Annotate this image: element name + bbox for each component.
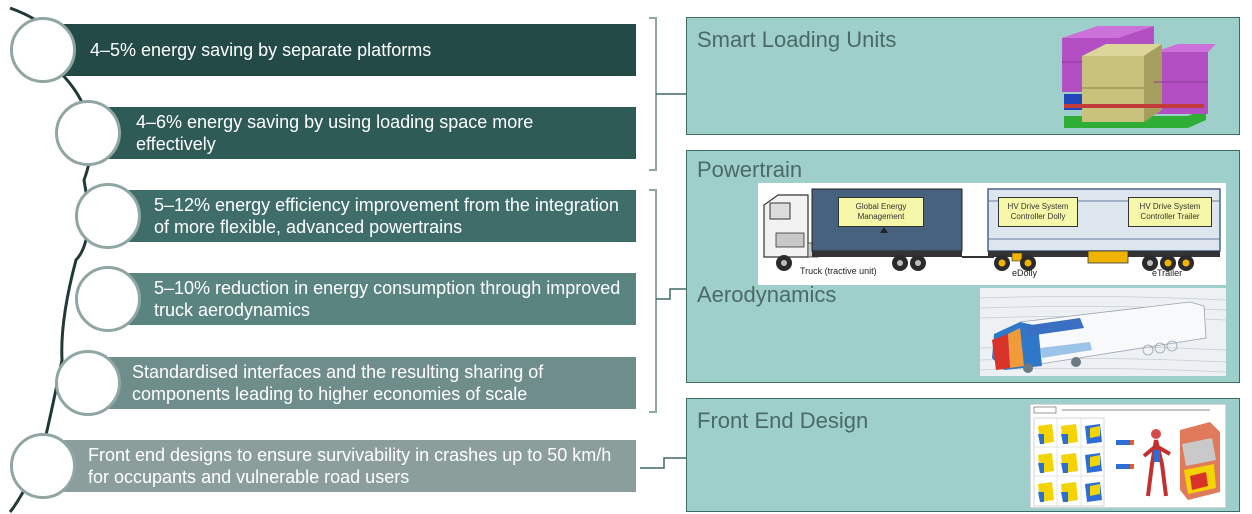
gem-box: Global Energy Management — [838, 197, 924, 227]
dolly-controller-box: HV Drive System Controller Dolly — [998, 197, 1078, 227]
step-circle-1 — [10, 17, 76, 83]
front-end-title: Front End Design — [697, 408, 869, 433]
item-text-2: 4–6% energy saving by using loading spac… — [136, 112, 534, 154]
bracket-connectors — [640, 17, 686, 469]
item-text-1: 4–5% energy saving by separate platforms — [90, 40, 432, 60]
item-bar-3: 5–12% energy efficiency improvement from… — [112, 190, 636, 242]
step-circle-2 — [55, 100, 121, 166]
item-text-6: Front end designs to ensure survivabilit… — [88, 445, 612, 487]
step-circle-3 — [75, 183, 141, 249]
item-text-5: Standardised interfaces and the resultin… — [132, 362, 544, 404]
powertrain-title: Powertrain — [697, 157, 803, 182]
truck-label: Truck (tractive unit) — [800, 266, 877, 276]
edolly-label: eDolly — [1012, 268, 1038, 278]
loading-units-illustration — [1062, 26, 1216, 128]
item-text-3: 5–12% energy efficiency improvement from… — [154, 195, 619, 237]
timeline-curve — [8, 6, 93, 513]
dolly-controller-label: HV Drive System Controller Dolly — [1007, 202, 1069, 221]
etrailer-label: eTrailer — [1152, 268, 1183, 278]
smart-loading-title: Smart Loading Units — [697, 27, 897, 52]
item-bar-6: Front end designs to ensure survivabilit… — [52, 440, 636, 492]
item-text-4: 5–10% reduction in energy consumption th… — [154, 278, 621, 320]
item-bar-2: 4–6% energy saving by using loading spac… — [96, 107, 636, 159]
step-circle-5 — [55, 350, 121, 416]
trailer-controller-label: HV Drive System Controller Trailer — [1139, 202, 1201, 221]
front-end-crash-illustration — [1030, 404, 1226, 508]
step-circle-4 — [75, 266, 141, 332]
trailer-controller-box: HV Drive System Controller Trailer — [1128, 197, 1212, 227]
item-bar-1: 4–5% energy saving by separate platforms — [52, 24, 636, 76]
step-circle-6 — [10, 433, 76, 499]
aerodynamics-cfd-illustration — [980, 288, 1226, 376]
gem-label: Global Energy Management — [855, 202, 907, 221]
aerodynamics-title: Aerodynamics — [697, 282, 837, 307]
item-bar-5: Standardised interfaces and the resultin… — [96, 357, 636, 409]
item-bar-4: 5–10% reduction in energy consumption th… — [112, 273, 636, 325]
